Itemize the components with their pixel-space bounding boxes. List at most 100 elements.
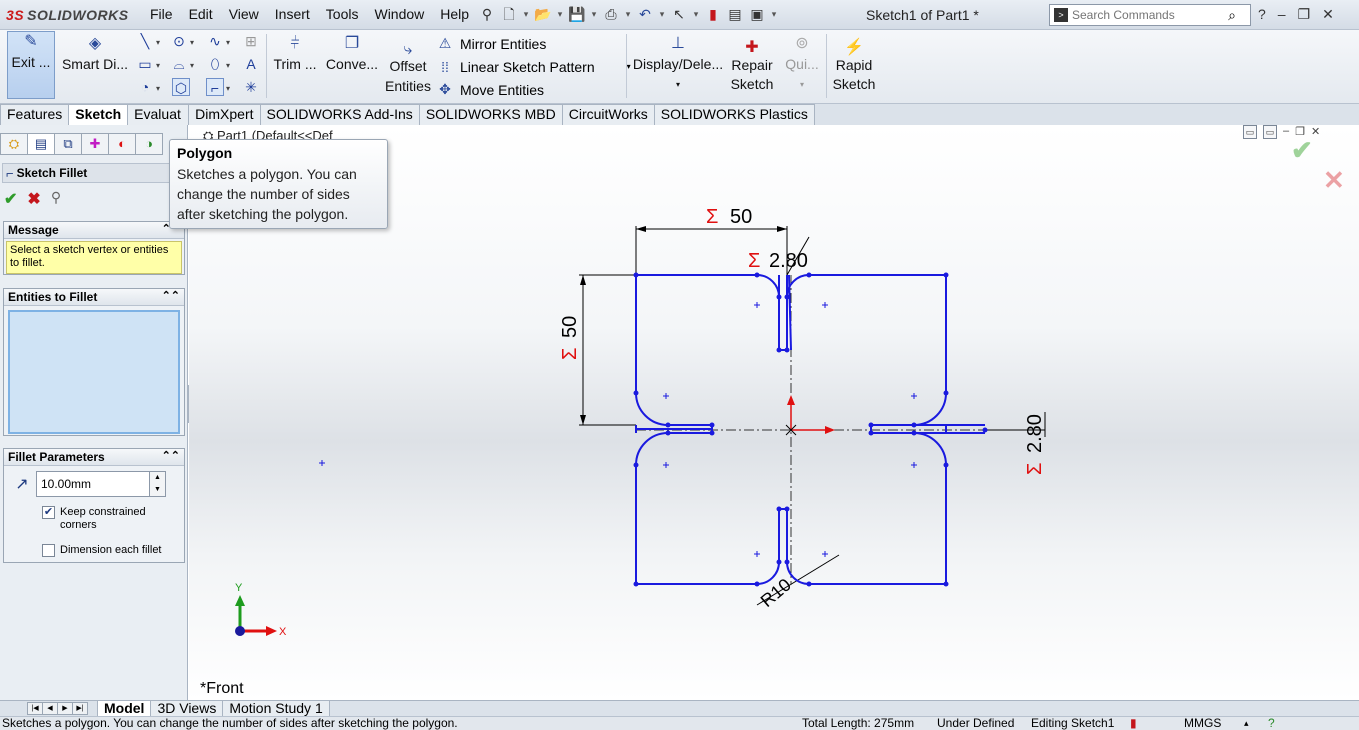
save-icon[interactable]: 💾 bbox=[568, 6, 586, 22]
point-icon[interactable]: ✳ bbox=[245, 79, 257, 95]
entities-header[interactable]: Entities to Fillet ⌃⌃ bbox=[4, 289, 184, 306]
last-tab-icon[interactable]: ▶| bbox=[72, 702, 88, 715]
trim-entities-button[interactable]: ⫩ Trim ... bbox=[273, 35, 317, 72]
tab-circuitworks[interactable]: CircuitWorks bbox=[561, 104, 655, 125]
print-icon[interactable]: ⎙ bbox=[605, 6, 617, 22]
configuration-manager-icon[interactable]: ⧉ bbox=[54, 133, 82, 155]
dim-height[interactable]: 50 bbox=[559, 316, 581, 338]
sketch-canvas[interactable]: Σ 50 Σ 2.80 Σ 50 Σ 2.80 R10 Y X bbox=[189, 125, 1359, 700]
radius-stepper[interactable]: ▲▼ bbox=[150, 471, 166, 497]
keep-corners-checkbox[interactable]: ✔ bbox=[42, 506, 55, 519]
menu-window[interactable]: Window bbox=[374, 6, 425, 22]
minimize-icon[interactable]: – bbox=[1283, 125, 1290, 137]
chevron-down-icon[interactable]: ▾ bbox=[693, 8, 699, 19]
rebuild-status-icon[interactable]: ▮ bbox=[1130, 716, 1137, 730]
line-icon[interactable]: ╲ bbox=[140, 33, 150, 49]
open-folder-icon[interactable]: 📂 bbox=[534, 6, 552, 22]
linear-sketch-pattern-button[interactable]: ⁞⁞ Linear Sketch Pattern ▾ bbox=[436, 55, 631, 78]
ellipse-icon[interactable]: ⬯ bbox=[210, 56, 220, 72]
chevron-down-icon[interactable]: ▾ bbox=[675, 80, 680, 89]
cancel-button[interactable]: ✖ bbox=[27, 191, 41, 208]
mirror-entities-button[interactable]: ⚠ Mirror Entities bbox=[436, 32, 631, 55]
fillet-params-header[interactable]: Fillet Parameters ⌃⌃ bbox=[4, 449, 184, 466]
chevron-down-icon[interactable]: ▾ bbox=[771, 8, 777, 19]
chevron-up-icon[interactable]: ▴ bbox=[1244, 718, 1249, 728]
tab-plastics[interactable]: SOLIDWORKS Plastics bbox=[653, 104, 815, 125]
tab-dimxpert[interactable]: DimXpert bbox=[188, 104, 261, 125]
dim-slot-top[interactable]: 2.80 bbox=[769, 250, 808, 272]
smart-dimension-button[interactable]: ◈ Smart Di... bbox=[61, 35, 129, 72]
undo-icon[interactable]: ↶ bbox=[639, 6, 651, 22]
tab-features[interactable]: Features bbox=[0, 104, 70, 125]
rapid-sketch-button[interactable]: ⚡ Rapid Sketch bbox=[832, 39, 876, 92]
chevron-down-icon[interactable]: ▾ bbox=[156, 61, 161, 70]
polygon-icon[interactable]: ⬡ bbox=[172, 78, 190, 96]
units-selector[interactable]: MMGS bbox=[1184, 716, 1222, 730]
convert-entities-button[interactable]: ❐ Conve... bbox=[325, 35, 379, 72]
collapse-icon[interactable]: ⌃⌃ bbox=[161, 290, 180, 302]
offset-entities-button[interactable]: ⤷ Offset Entities bbox=[385, 41, 431, 94]
rectangle-icon[interactable]: ▭ bbox=[138, 56, 152, 72]
chevron-down-icon[interactable]: ▾ bbox=[659, 8, 665, 19]
exit-sketch-button[interactable]: ✎ Exit ... bbox=[7, 31, 55, 99]
view-tile-icon[interactable]: ▭ bbox=[1243, 125, 1257, 139]
appearance-icon[interactable]: ◑ bbox=[135, 133, 163, 155]
tab-3d-views[interactable]: 3D Views bbox=[150, 701, 224, 717]
menu-help[interactable]: Help bbox=[440, 6, 470, 22]
search-icon[interactable]: ⌕ bbox=[1228, 6, 1236, 23]
next-tab-icon[interactable]: ▶ bbox=[57, 702, 73, 715]
chevron-down-icon[interactable]: ▾ bbox=[625, 8, 631, 19]
dim-radius[interactable]: R10 bbox=[757, 575, 795, 612]
tab-add-ins[interactable]: SOLIDWORKS Add-Ins bbox=[259, 104, 420, 125]
chevron-down-icon[interactable]: ▾ bbox=[190, 38, 195, 47]
fillet-radius-input[interactable] bbox=[36, 471, 150, 497]
chevron-down-icon[interactable]: ▾ bbox=[523, 8, 529, 19]
chevron-down-icon[interactable]: ▾ bbox=[226, 84, 231, 93]
chevron-down-icon[interactable]: ▾ bbox=[156, 38, 161, 47]
minimize-icon[interactable]: – bbox=[1277, 6, 1286, 22]
menu-edit[interactable]: Edit bbox=[188, 6, 213, 22]
collapse-icon[interactable]: ⌃⌃ bbox=[161, 450, 180, 462]
repair-sketch-button[interactable]: ✚ Repair Sketch bbox=[730, 39, 774, 92]
dimension-each-fillet-option[interactable]: Dimension each fillet bbox=[42, 544, 162, 557]
menu-view[interactable]: View bbox=[228, 6, 259, 22]
view-tile-icon[interactable]: ▭ bbox=[1263, 125, 1277, 139]
dimension-each-checkbox[interactable] bbox=[42, 544, 55, 557]
search-commands[interactable]: > ⌕ bbox=[1049, 4, 1251, 26]
display-delete-relations-button[interactable]: ⊥ Display/Dele... ▾ bbox=[632, 35, 724, 89]
display-manager-icon[interactable]: ◐ bbox=[108, 133, 136, 155]
dim-slot-right[interactable]: 2.80 bbox=[1024, 414, 1046, 453]
search-input[interactable] bbox=[1072, 8, 1212, 22]
help-icon[interactable]: ? bbox=[1258, 6, 1266, 22]
file-properties-icon[interactable]: ▤ bbox=[728, 6, 742, 22]
spline-icon[interactable]: ∿ bbox=[209, 33, 221, 49]
chevron-down-icon[interactable]: ▾ bbox=[626, 62, 631, 71]
slot-icon[interactable]: ⌓ bbox=[173, 56, 185, 72]
chevron-down-icon[interactable]: ▾ bbox=[226, 38, 231, 47]
prev-tab-icon[interactable]: ◀ bbox=[42, 702, 58, 715]
pushpin-icon[interactable]: ⚲ bbox=[50, 189, 62, 205]
restore-icon[interactable]: ❐ bbox=[1295, 126, 1305, 138]
message-header[interactable]: Message ⌃⌃ bbox=[4, 222, 184, 239]
chevron-down-icon[interactable]: ▾ bbox=[557, 8, 563, 19]
menu-tools[interactable]: Tools bbox=[325, 6, 359, 22]
chevron-down-icon[interactable]: ▾ bbox=[190, 61, 195, 70]
tab-motion-study[interactable]: Motion Study 1 bbox=[222, 701, 330, 717]
chevron-down-icon[interactable]: ▾ bbox=[156, 84, 161, 93]
sketch-vertices[interactable] bbox=[633, 272, 988, 587]
quick-snaps-button[interactable]: ⊚ Qui... ▾ bbox=[782, 34, 822, 89]
tab-model[interactable]: Model bbox=[97, 701, 152, 717]
circle-icon[interactable]: ⊙ bbox=[173, 33, 185, 49]
close-icon[interactable]: ✕ bbox=[1311, 126, 1321, 138]
menu-file[interactable]: File bbox=[150, 6, 173, 22]
confirmation-ok-icon[interactable]: ✔ bbox=[1291, 135, 1313, 165]
fillet-icon[interactable]: ◔ bbox=[140, 79, 150, 95]
dimension-texts[interactable]: Σ 50 Σ 2.80 Σ 50 Σ 2.80 R10 bbox=[559, 206, 1046, 611]
first-tab-icon[interactable]: |◀ bbox=[27, 702, 43, 715]
chevron-down-icon[interactable]: ▾ bbox=[591, 8, 597, 19]
rebuild-icon[interactable]: ▮ bbox=[709, 6, 717, 22]
tab-sketch[interactable]: Sketch bbox=[68, 104, 129, 125]
pin-icon[interactable]: ⚲ bbox=[481, 6, 493, 22]
text-icon[interactable]: A bbox=[246, 56, 256, 72]
sketch-fillet-icon[interactable]: ⌐ bbox=[206, 78, 224, 96]
